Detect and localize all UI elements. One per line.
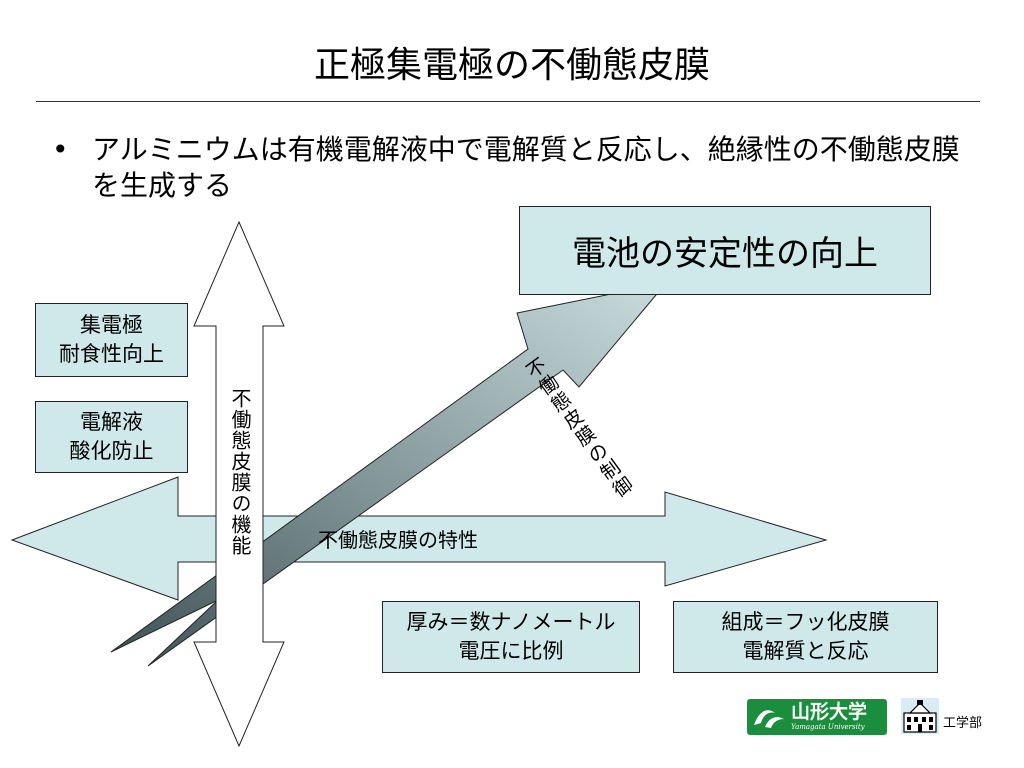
engineering-building-icon [901, 698, 939, 734]
left-box-electrolyte: 電解液 酸化防止 [35, 401, 188, 473]
bottom-box-text-1: 厚み＝数ナノメートル 電圧に比例 [406, 610, 616, 663]
left-box-current-collector: 集電極 耐食性向上 [35, 303, 188, 377]
logo-mark-icon [754, 710, 784, 728]
bullet-text: アルミニウムは有機電解液中で電解質と反応し、絶縁性の不働態皮膜を生成する [92, 133, 960, 202]
university-name: 山形大学 [791, 701, 868, 723]
yamagata-university-logo: 山形大学 Yamagata University [747, 699, 887, 735]
bullet-marker: • [52, 133, 69, 166]
left-box-text-2: 電解液 酸化防止 [69, 410, 154, 463]
footer-logo: 山形大学 Yamagata University 工学部 [747, 697, 987, 741]
vertical-double-arrow [193, 220, 285, 748]
goal-box: 電池の安定性の向上 [519, 206, 931, 295]
department-name: 工学部 [943, 716, 983, 731]
diagonal-arrow-label: 不働態皮膜の制御 [522, 354, 637, 502]
vertical-arrow-label: 不働態皮膜の機能 [228, 388, 252, 556]
horizontal-double-arrow [10, 476, 828, 601]
university-sub: Yamagata University [791, 723, 865, 731]
title-divider [36, 101, 980, 102]
bottom-box-thickness: 厚み＝数ナノメートル 電圧に比例 [382, 601, 640, 673]
bottom-box-composition: 組成＝フッ化皮膜 電解質と反応 [673, 601, 938, 673]
goal-text: 電池の安定性の向上 [572, 234, 878, 274]
horizontal-arrow-label: 不働態皮膜の特性 [318, 528, 478, 552]
left-box-text-1: 集電極 耐食性向上 [59, 313, 164, 366]
slide-title: 正極集電極の不働態皮膜 [313, 45, 710, 86]
bottom-box-text-2: 組成＝フッ化皮膜 電解質と反応 [721, 610, 890, 663]
